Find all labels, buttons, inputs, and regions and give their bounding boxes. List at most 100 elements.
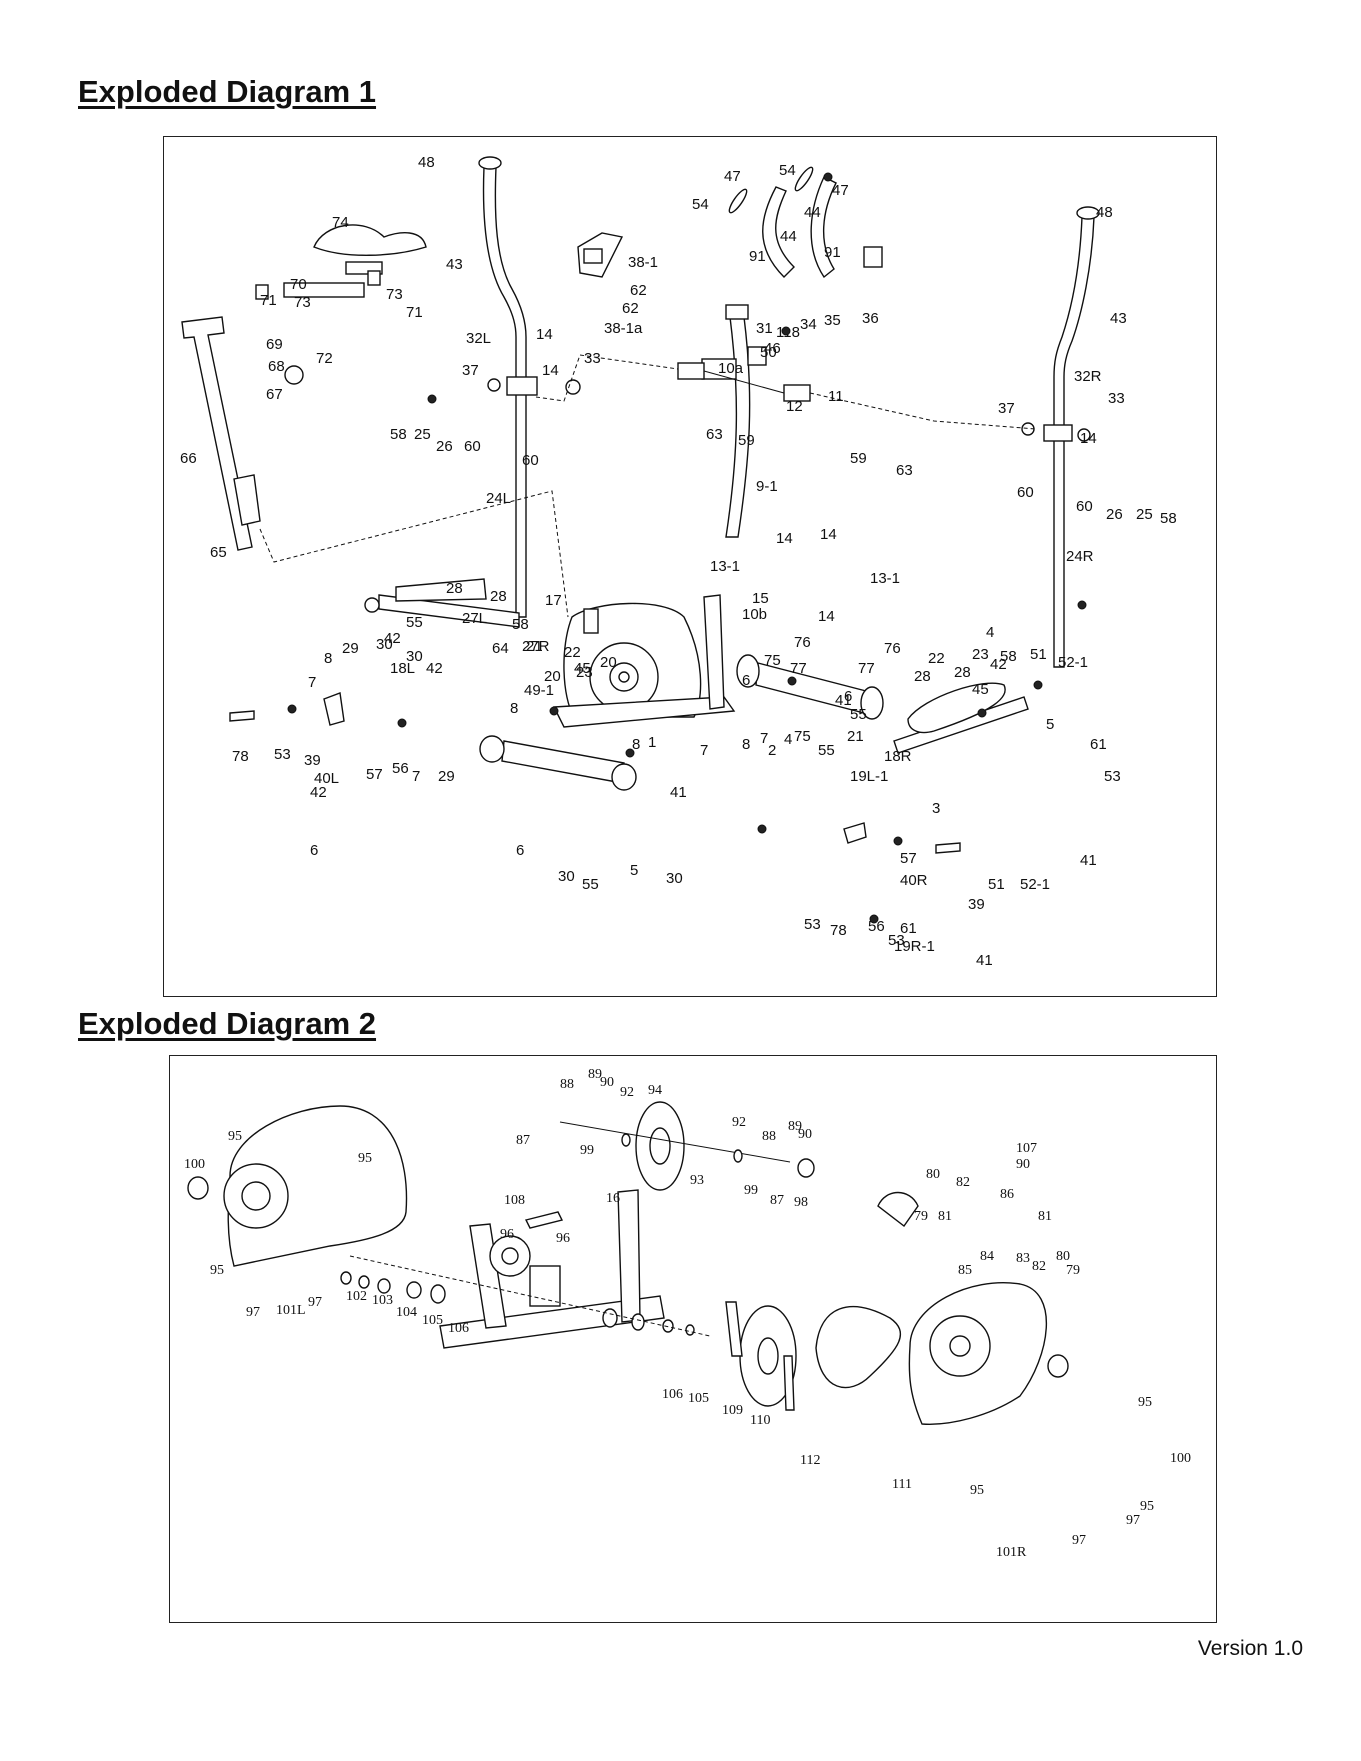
part-label: 91 <box>824 244 841 261</box>
part-label: 2 <box>768 742 776 759</box>
part-label: 99 <box>580 1143 594 1158</box>
part-label: 105 <box>688 1391 709 1406</box>
part-label: 85 <box>958 1263 972 1278</box>
part-label: 53 <box>804 916 821 933</box>
part-label: 41 <box>835 692 852 709</box>
part-label: 81 <box>1038 1209 1052 1224</box>
part-label: 25 <box>1136 506 1153 523</box>
part-label: 51 <box>988 876 1005 893</box>
part-label: 31 <box>756 320 773 337</box>
part-label: 33 <box>1108 390 1125 407</box>
part-label: 68 <box>268 358 285 375</box>
part-label: 95 <box>1138 1395 1152 1410</box>
part-label: 78 <box>830 922 847 939</box>
part-label: 95 <box>358 1151 372 1166</box>
part-label: 90 <box>798 1127 812 1142</box>
part-label: 61 <box>900 920 917 937</box>
part-label: 84 <box>980 1249 994 1264</box>
part-label: 97 <box>1072 1533 1086 1548</box>
part-label: 101R <box>996 1545 1027 1560</box>
part-label: 58 <box>390 426 407 443</box>
part-label: 100 <box>184 1157 205 1172</box>
part-label: 62 <box>630 282 647 299</box>
part-label: 53 <box>1104 768 1121 785</box>
part-label: 28 <box>446 580 463 597</box>
part-label: 112 <box>800 1453 820 1468</box>
part-label: 77 <box>858 660 875 677</box>
part-label: 58 <box>512 616 529 633</box>
part-label: 69 <box>266 336 283 353</box>
part-label: 97 <box>1126 1513 1140 1528</box>
part-label: 101L <box>276 1303 306 1318</box>
part-label: 20 <box>600 654 617 671</box>
part-label: 89 <box>588 1067 602 1082</box>
part-label: 41 <box>976 952 993 969</box>
part-label: 22 <box>928 650 945 667</box>
part-label: 25 <box>414 426 431 443</box>
part-label: 29 <box>342 640 359 657</box>
part-label: 42 <box>990 656 1007 673</box>
part-label: 72 <box>316 350 333 367</box>
part-label: 53 <box>888 932 905 949</box>
part-label: 83 <box>1016 1251 1030 1266</box>
part-label: 79 <box>914 1209 928 1224</box>
part-label: 4 <box>784 731 792 748</box>
part-label: 56 <box>392 760 409 777</box>
part-label: 12 <box>786 398 803 415</box>
part-label: 39 <box>304 752 321 769</box>
part-label: 30 <box>376 636 393 653</box>
part-label: 7 <box>700 742 708 759</box>
part-label: 103 <box>372 1293 393 1308</box>
part-label: 41 <box>1080 852 1097 869</box>
part-label: 22 <box>564 644 581 661</box>
part-label: 73 <box>386 286 403 303</box>
part-label: 13-1 <box>870 570 900 587</box>
part-label: 32R <box>1074 368 1102 385</box>
part-label: 28 <box>490 588 507 605</box>
part-label: 60 <box>1017 484 1034 501</box>
part-label: 100 <box>1170 1451 1191 1466</box>
part-label: 6 <box>310 842 318 859</box>
part-label: 102 <box>346 1289 367 1304</box>
part-label: 42 <box>384 630 401 647</box>
part-label: 63 <box>706 426 723 443</box>
part-label: 105 <box>422 1313 443 1328</box>
part-label: 50 <box>760 344 777 361</box>
part-label: 19R-1 <box>894 938 935 955</box>
part-label: 58 <box>1160 510 1177 527</box>
part-label: 111 <box>892 1477 912 1492</box>
part-label: 39 <box>968 896 985 913</box>
part-label: 93 <box>690 1173 704 1188</box>
part-label: 88 <box>560 1077 574 1092</box>
part-label: 21 <box>526 638 543 655</box>
part-label: 90 <box>1016 1157 1030 1172</box>
part-label: 7 <box>308 674 316 691</box>
part-label: 13-1 <box>710 558 740 575</box>
part-label: 14 <box>536 326 553 343</box>
part-label: 51 <box>1030 646 1047 663</box>
part-label: 57 <box>366 766 383 783</box>
part-label: 8 <box>510 700 518 717</box>
part-label: 37 <box>998 400 1015 417</box>
part-label: 26 <box>436 438 453 455</box>
part-label: 98 <box>794 1195 808 1210</box>
part-label: 28 <box>954 664 971 681</box>
part-label: 55 <box>582 876 599 893</box>
part-label: 87 <box>770 1193 784 1208</box>
part-label: 47 <box>724 168 741 185</box>
part-label: 66 <box>180 450 197 467</box>
part-label: 70 <box>290 276 307 293</box>
part-label: 96 <box>500 1227 514 1242</box>
part-label: 42 <box>426 660 443 677</box>
part-label: 45 <box>574 660 591 677</box>
part-label: 54 <box>692 196 709 213</box>
part-label: 10a <box>718 360 744 377</box>
part-label: 64 <box>492 640 509 657</box>
part-label: 104 <box>396 1305 417 1320</box>
part-label: 108 <box>504 1193 525 1208</box>
diagram-2-parts <box>187 1101 1069 1425</box>
part-label: 23 <box>576 664 593 681</box>
part-label: 23 <box>972 646 989 663</box>
part-label: 18L <box>390 660 415 677</box>
part-label: 45 <box>972 681 989 698</box>
